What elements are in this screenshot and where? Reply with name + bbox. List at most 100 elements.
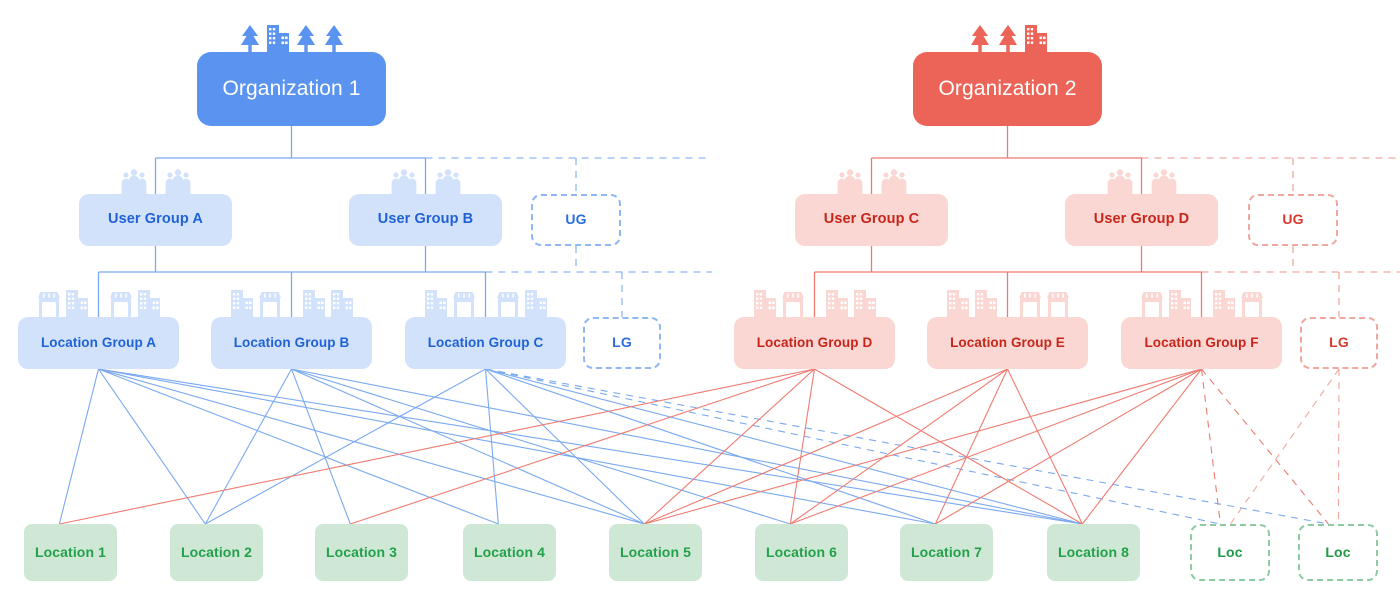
connector-line [291, 368, 791, 525]
node-icon-strip [1121, 288, 1282, 318]
node-icon-strip [1065, 165, 1218, 195]
building-icon [65, 290, 88, 317]
connector-line [1337, 368, 1340, 525]
connector-line [291, 368, 645, 525]
location-node[interactable]: Location 7 [900, 524, 993, 581]
people-icon [1151, 169, 1176, 194]
building-icon [946, 290, 969, 317]
connector-line [485, 368, 936, 525]
people-icon [1107, 169, 1132, 194]
location-group-node[interactable]: Location Group D [734, 317, 895, 369]
location-group-node[interactable]: Location Group C [405, 317, 566, 369]
node-icon-strip [79, 165, 232, 195]
connector-line [98, 368, 936, 525]
connector-line [644, 368, 1202, 525]
location-node[interactable]: Location 6 [755, 524, 848, 581]
user-group-placeholder[interactable]: UG [1248, 194, 1338, 246]
user-group-node-label: User Group C [823, 211, 920, 228]
location-node-label: Location 8 [1057, 543, 1129, 560]
building-icon [266, 25, 289, 52]
connector-line [789, 368, 816, 525]
user-group-node[interactable]: User Group C [795, 194, 948, 246]
location-group-placeholder[interactable]: LG [1300, 317, 1378, 369]
location-group-node[interactable]: Location Group B [211, 317, 372, 369]
people-icon [165, 169, 190, 194]
connector-line [1007, 368, 1083, 525]
user-group-placeholder-label: UG [1282, 211, 1304, 228]
tree-icon [970, 25, 989, 52]
connector-line [934, 368, 1008, 525]
building-icon [302, 290, 325, 317]
location-group-node-label: Location Group E [950, 334, 1065, 350]
connector-line [485, 368, 1221, 525]
location-group-node[interactable]: Location Group E [927, 317, 1088, 369]
user-group-node-label: User Group A [108, 211, 203, 228]
location-group-node[interactable]: Location Group F [1121, 317, 1282, 369]
location-node[interactable]: Location 5 [609, 524, 702, 581]
shop-icon [781, 292, 804, 317]
node-icon-strip [197, 23, 386, 53]
building-icon [974, 290, 997, 317]
connector-line [98, 368, 645, 525]
location-group-placeholder[interactable]: LG [583, 317, 661, 369]
location-node-label: Location 4 [473, 543, 545, 560]
shop-icon [37, 292, 60, 317]
location-group-node-label: Location Group C [427, 334, 544, 350]
location-node-label: Location 7 [910, 543, 982, 560]
organization-node-label: Organization 2 [938, 77, 1077, 101]
shop-icon [1240, 292, 1263, 317]
user-group-placeholder[interactable]: UG [531, 194, 621, 246]
connector-line [98, 368, 499, 525]
shop-icon [1140, 292, 1163, 317]
connector-line [1201, 368, 1329, 525]
location-node[interactable]: Location 1 [24, 524, 117, 581]
connector-line [58, 368, 100, 525]
location-group-node-label: Location Group F [1144, 334, 1259, 350]
shop-icon [452, 292, 475, 317]
connector-line [485, 368, 1083, 525]
location-node[interactable]: Location 3 [315, 524, 408, 581]
location-node-label: Location 6 [765, 543, 837, 560]
building-icon [825, 290, 848, 317]
location-placeholder[interactable]: Loc [1190, 524, 1270, 581]
location-group-placeholder-label: LG [612, 334, 632, 351]
connector-line [205, 368, 486, 525]
user-group-node[interactable]: User Group D [1065, 194, 1218, 246]
organization-node[interactable]: Organization 2 [913, 52, 1102, 126]
connector-line [350, 368, 815, 525]
shop-icon [496, 292, 519, 317]
organization-node[interactable]: Organization 1 [197, 52, 386, 126]
location-node[interactable]: Location 4 [463, 524, 556, 581]
building-icon [137, 290, 160, 317]
people-icon [121, 169, 146, 194]
node-icon-strip [927, 288, 1088, 318]
people-icon [435, 169, 460, 194]
connector-line [790, 368, 1202, 525]
location-placeholder[interactable]: Loc [1298, 524, 1378, 581]
building-icon [424, 290, 447, 317]
building-icon [853, 290, 876, 317]
user-group-placeholder-label: UG [565, 211, 587, 228]
location-node[interactable]: Location 2 [170, 524, 263, 581]
user-group-node[interactable]: User Group A [79, 194, 232, 246]
location-placeholder-label: Loc [1325, 543, 1351, 560]
location-group-placeholder-label: LG [1329, 334, 1349, 351]
node-icon-strip [734, 288, 895, 318]
shop-icon [1046, 292, 1069, 317]
connector-line [1081, 368, 1202, 525]
connector-line [814, 368, 1083, 525]
connector-line [935, 368, 1202, 525]
location-group-node-label: Location Group B [233, 334, 350, 350]
location-group-node[interactable]: Location Group A [18, 317, 179, 369]
people-icon [837, 169, 862, 194]
user-group-node[interactable]: User Group B [349, 194, 502, 246]
location-group-node-label: Location Group D [756, 334, 873, 350]
organization-node-label: Organization 1 [222, 77, 361, 101]
node-icon-strip [795, 165, 948, 195]
connector-line [1200, 368, 1221, 525]
connector-line [204, 368, 292, 525]
location-node-label: Location 1 [34, 543, 106, 560]
connector-line [59, 368, 815, 525]
location-node[interactable]: Location 8 [1047, 524, 1140, 581]
